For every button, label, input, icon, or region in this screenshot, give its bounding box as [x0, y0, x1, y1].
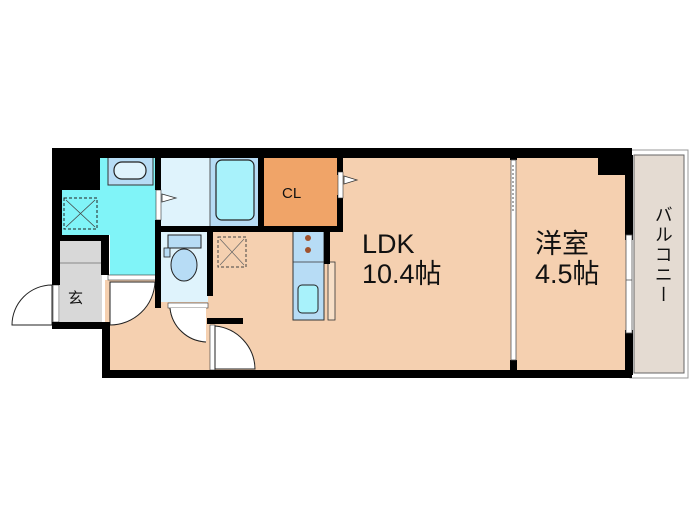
washroom	[60, 155, 157, 280]
refrigerator-space-icon	[217, 236, 247, 268]
sliding-door	[510, 159, 517, 361]
closet-label: CL	[282, 185, 302, 202]
kitchen-sink-icon	[297, 284, 319, 314]
entrance-label: 玄	[68, 289, 84, 307]
door-arrow-icon	[161, 193, 178, 203]
ldk-name: LDK	[362, 229, 415, 259]
ldk-label: LDK 10.4帖	[362, 229, 442, 289]
entrance	[11, 240, 102, 326]
bathtub-icon	[215, 159, 255, 221]
western-room-floor	[515, 158, 630, 370]
toilet-icon	[170, 248, 198, 282]
western-room-name: 洋室	[535, 229, 589, 259]
stove-burner-icon	[305, 235, 311, 241]
stove-burner-icon	[305, 247, 311, 253]
sink-icon	[113, 161, 147, 180]
closet	[263, 158, 338, 230]
door-arrow-icon	[343, 175, 359, 185]
walls	[52, 148, 633, 378]
balcony	[629, 149, 689, 379]
western-room-label: 洋室 4.5帖	[535, 229, 600, 289]
bathroom	[155, 156, 261, 228]
toilet-room	[160, 232, 209, 343]
kitchen-counter	[292, 230, 336, 321]
balcony-window	[625, 234, 633, 334]
ldk-size: 10.4帖	[362, 258, 442, 289]
balcony-label: バルコニー	[651, 205, 673, 305]
western-room-size: 4.5帖	[535, 258, 600, 289]
washer-space-icon	[63, 197, 98, 230]
